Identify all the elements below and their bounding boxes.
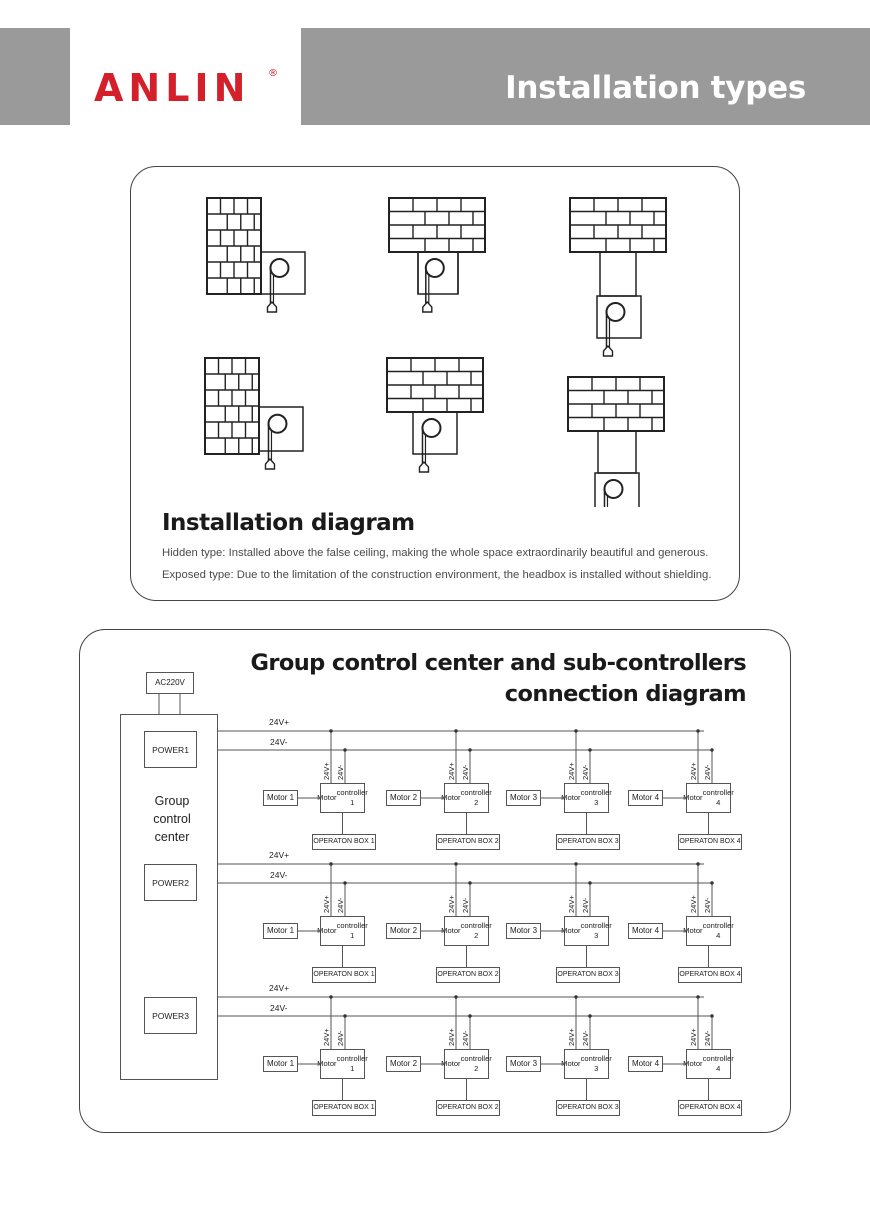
motor-unit-4 [258,406,304,470]
ceiling-brick-1 [388,197,486,253]
ctrl-pos-label-2-4: 24V+ [689,895,698,913]
connection-title-line-1: Group control center and sub-controllers [250,650,747,676]
junction-neg-2-2 [468,881,472,885]
motor-unit-5-pull-weight-icon [418,460,430,473]
hidden-type-description: Hidden type: Installed above the false c… [162,547,709,559]
exposed-type-description: Exposed type: Due to the limitation of t… [162,569,712,581]
motor-unit-3 [596,295,642,357]
junction-pos-1-1 [329,729,333,733]
motor-unit-4-casing [258,406,304,452]
motor-unit-2-pull-weight-icon [422,300,433,313]
junction-pos-1-2 [454,729,458,733]
connection-title-line-2: connection diagram [504,681,747,707]
ctrl-neg-label-1-4: 24V- [703,764,712,780]
junction-pos-3-4 [696,995,700,999]
junction-neg-3-3 [588,1014,592,1018]
ctrl-pos-label-1-2: 24V+ [447,762,456,780]
motor-unit-1-casing [260,251,306,295]
motor-unit-6-casing [594,472,640,507]
ceiling-brick-4 [567,376,665,432]
connection-diagram-title: Group control center and sub-controllers… [251,648,747,710]
junction-pos-2-3 [574,862,578,866]
anlin-logo: ANLIN ® [94,66,278,108]
bus-negative-label-2: 24V- [270,870,288,880]
ctrl-pos-label-1-4: 24V+ [689,762,698,780]
motor-unit-4-pull-weight-icon [264,457,276,470]
svg-text:ANLIN: ANLIN [94,66,250,108]
bus-positive-label-2: 24V+ [269,850,289,860]
junction-neg-2-3 [588,881,592,885]
ctrl-pos-label-2-1: 24V+ [322,895,331,913]
motor-unit-2-roller-icon [424,257,445,278]
junction-neg-3-2 [468,1014,472,1018]
motor-unit-3-casing [596,295,642,339]
installation-illustrations [204,197,667,507]
junction-neg-1-4 [710,748,714,752]
ctrl-neg-label-2-1: 24V- [336,897,345,913]
ctrl-pos-label-3-2: 24V+ [447,1028,456,1046]
motor-unit-5 [412,411,458,473]
header-title-band [301,28,870,125]
junction-neg-2-1 [343,881,347,885]
junction-pos-3-1 [329,995,333,999]
connection-panel: Group control center and sub-controllers… [79,629,791,1133]
junction-neg-2-4 [710,881,714,885]
ctrl-neg-label-3-4: 24V- [703,1030,712,1046]
ctrl-neg-label-1-3: 24V- [581,764,590,780]
ctrl-neg-label-3-1: 24V- [336,1030,345,1046]
bus-positive-label-1: 24V+ [269,717,289,727]
junction-neg-1-3 [588,748,592,752]
bus-negative-label-1: 24V- [270,737,288,747]
junction-pos-3-3 [574,995,578,999]
motor-unit-1 [260,251,306,313]
ctrl-neg-label-1-1: 24V- [336,764,345,780]
junction-pos-2-2 [454,862,458,866]
bus-negative-label-3: 24V- [270,1003,288,1013]
junction-pos-3-2 [454,995,458,999]
installation-diagram-title: Installation diagram [162,510,415,536]
ctrl-pos-label-2-2: 24V+ [447,895,456,913]
ctrl-neg-label-2-4: 24V- [703,897,712,913]
junction-pos-2-4 [696,862,700,866]
installation-panel: Installation diagram Hidden type: Instal… [130,166,740,601]
junction-neg-3-1 [343,1014,347,1018]
junction-neg-1-1 [343,748,347,752]
bus-positive-label-3: 24V+ [269,983,289,993]
wall-side-2 [204,357,260,455]
svg-text:®: ® [268,68,278,79]
ctrl-neg-label-3-2: 24V- [461,1030,470,1046]
page-title: Installation types [505,70,806,106]
ctrl-pos-label-3-4: 24V+ [689,1028,698,1046]
ctrl-pos-label-1-1: 24V+ [322,762,331,780]
motor-unit-2 [417,251,459,313]
junction-neg-1-2 [468,748,472,752]
junction-pos-1-4 [696,729,700,733]
motor-unit-3-pull-weight-icon [602,344,614,357]
ctrl-neg-label-2-3: 24V- [581,897,590,913]
motor-unit-2-casing [417,251,459,295]
ctrl-neg-label-2-2: 24V- [461,897,470,913]
junction-pos-1-3 [574,729,578,733]
motor-unit-5-casing [412,411,458,455]
ctrl-neg-label-1-2: 24V- [461,764,470,780]
ctrl-pos-label-2-3: 24V+ [567,895,576,913]
wall-side-1 [206,197,262,295]
motor-unit-1-pull-weight-icon [266,300,278,313]
ctrl-neg-label-3-3: 24V- [581,1030,590,1046]
ctrl-pos-label-3-1: 24V+ [322,1028,331,1046]
ceiling-brick-3 [386,357,484,413]
junction-neg-3-4 [710,1014,714,1018]
ctrl-pos-label-1-3: 24V+ [567,762,576,780]
motor-unit-6 [594,472,640,507]
header-left-band [0,28,70,125]
junction-pos-2-1 [329,862,333,866]
ctrl-pos-label-3-3: 24V+ [567,1028,576,1046]
motor-unit-1-roller-icon [269,257,290,278]
